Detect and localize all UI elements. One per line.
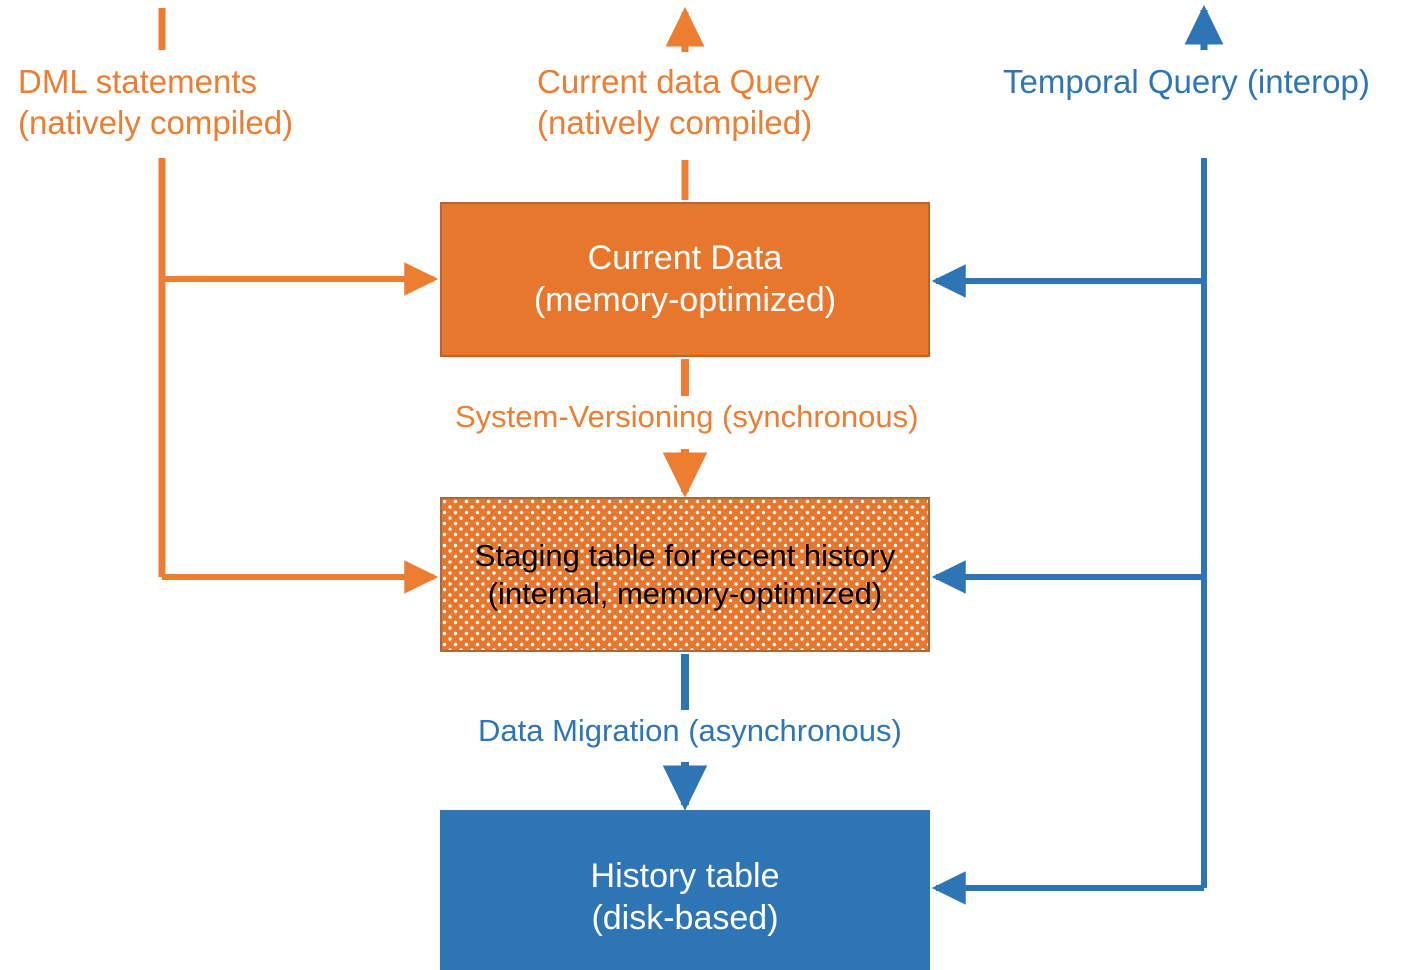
node-current-data[interactable]: Current Data (memory-optimized) — [440, 202, 930, 357]
label-system-versioning: System-Versioning (synchronous) — [455, 399, 919, 434]
label-current-data-query: Current data Query (natively compiled) — [537, 63, 820, 141]
node-history-table[interactable]: History table (disk-based) — [440, 810, 930, 970]
node-staging-table[interactable]: Staging table for recent history (intern… — [440, 497, 930, 652]
label-temporal-query: Temporal Query (interop) — [1003, 63, 1370, 100]
node-current-data-label: Current Data (memory-optimized) — [533, 239, 837, 319]
node-staging-table-label: Staging table for recent history (intern… — [474, 537, 896, 611]
label-data-migration: Data Migration (asynchronous) — [478, 713, 902, 748]
node-history-table-label: History table (disk-based) — [590, 857, 780, 937]
label-dml-statements: DML statements (natively compiled) — [18, 63, 294, 141]
